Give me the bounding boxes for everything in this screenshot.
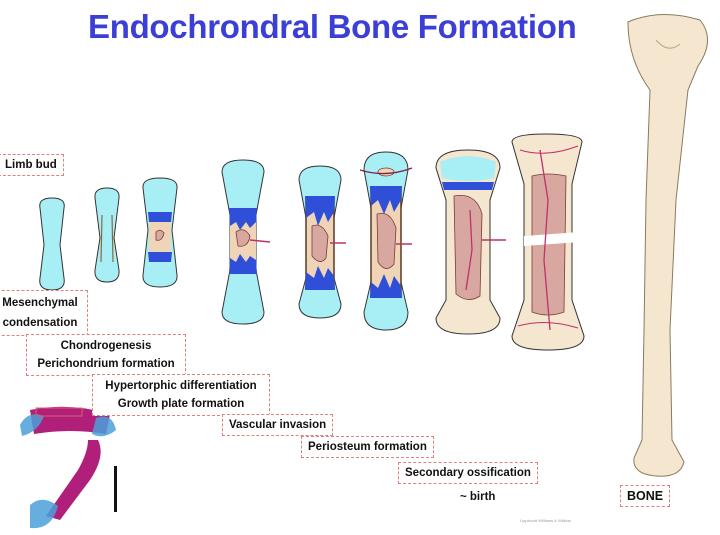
label-vascular-invasion: Vascular invasion: [222, 414, 333, 436]
stage-secondary-ossification: [360, 152, 412, 330]
stage-mature-long-bone: [512, 134, 584, 350]
label-mesenchymal-line1: Mesenchymal: [0, 295, 81, 311]
label-chondrogenesis: Chondrogenesis Perichondrium formation: [26, 334, 186, 376]
label-chondrogenesis-line2: Perichondrium formation: [33, 356, 179, 372]
image-credit: Lippincott Williams & Wilkins: [520, 518, 571, 523]
label-secondary-ossification: Secondary ossification: [398, 462, 538, 484]
stage-vascular-invasion: [222, 160, 270, 324]
label-hypertrophic-line2: Growth plate formation: [99, 396, 263, 412]
label-mesenchymal-condensation: Mesenchymal condensation: [0, 290, 88, 336]
stage-hypertrophic: [143, 178, 177, 287]
stage-chondrogenesis: [95, 188, 119, 282]
label-hypertrophic: Hypertorphic differentiation Growth plat…: [92, 374, 270, 416]
label-periosteum-formation: Periosteum formation: [301, 436, 434, 458]
stained-limb-photo: [12, 395, 127, 535]
stage-mesenchymal-condensation: [40, 198, 65, 290]
label-chondrogenesis-line1: Chondrogenesis: [33, 338, 179, 354]
label-birth: ~ birth: [460, 491, 495, 503]
stage-periosteum: [299, 166, 346, 318]
label-bone: BONE: [620, 485, 670, 507]
adult-bone: [628, 14, 708, 476]
stage-epiphysis-ossified: [436, 150, 506, 334]
label-mesenchymal-line2: condensation: [0, 315, 81, 331]
label-limb-bud: Limb bud: [0, 154, 64, 176]
label-hypertrophic-line1: Hypertorphic differentiation: [99, 378, 263, 394]
